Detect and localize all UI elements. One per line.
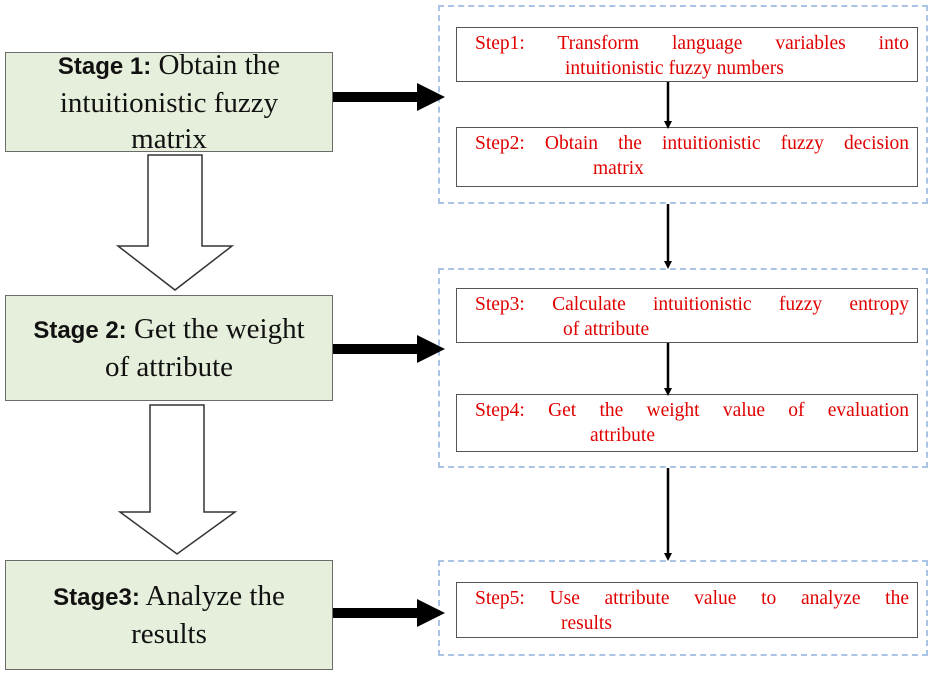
- stage-2-prefix: Stage 2:: [33, 317, 127, 344]
- stage-1-box: Stage 1: Obtain the intuitionistic fuzzy…: [5, 49, 333, 155]
- stage-3-box: Stage3: Analyze the results: [5, 560, 333, 670]
- step-1-line1: Step1: Transform language variables into: [475, 33, 909, 54]
- stage-1-line1: Obtain the: [151, 49, 281, 81]
- stage-3-line1: Analyze the: [139, 580, 285, 612]
- step-1-line2: intuitionistic fuzzy numbers: [565, 58, 784, 79]
- group-2-dashed-box: [438, 268, 928, 468]
- step-2-box: Step2: Obtain the intuitionistic fuzzy d…: [456, 127, 918, 187]
- stage-2-to-3-hollow-arrow: [117, 404, 238, 555]
- step-4-line1: Step4: Get the weight value of evaluatio…: [475, 400, 909, 421]
- step-3-line1: Step3: Calculate intuitionistic fuzzy en…: [475, 294, 909, 315]
- stage-2-right-arrow: [333, 335, 445, 363]
- step-4-box: Step4: Get the weight value of evaluatio…: [456, 394, 918, 452]
- stage-2-text: Stage 2: Get the weight of attribute: [33, 311, 304, 385]
- step-1-box: Step1: Transform language variables into…: [456, 27, 918, 82]
- stage-3-right-arrow: [333, 599, 445, 627]
- stage-1-line2: intuitionistic fuzzy: [59, 87, 279, 119]
- stage-3-line2: results: [131, 618, 207, 650]
- stage-2-line2: of attribute: [104, 351, 234, 383]
- stage-3-prefix: Stage3:: [53, 584, 140, 611]
- stage-1-text: Stage 1: Obtain the intuitionistic fuzzy…: [58, 47, 280, 157]
- stage-1-line3: matrix: [131, 123, 207, 155]
- stage-2-line1: Get the weight: [126, 313, 305, 345]
- stage-1-right-arrow: [333, 83, 445, 111]
- stage-2-box: Stage 2: Get the weight of attribute: [5, 295, 333, 401]
- step-3-box: Step3: Calculate intuitionistic fuzzy en…: [456, 288, 918, 343]
- step-5-line2: results: [561, 613, 612, 634]
- step-2-line2: matrix: [593, 158, 644, 179]
- step-4-line2: attribute: [590, 425, 655, 446]
- stage-3-text: Stage3: Analyze the results: [53, 578, 285, 652]
- stage-1-prefix: Stage 1:: [57, 53, 152, 80]
- step-5-line1: Step5: Use attribute value to analyze th…: [475, 588, 909, 609]
- step-3-line2: of attribute: [563, 319, 650, 340]
- step-5-box: Step5: Use attribute value to analyze th…: [456, 582, 918, 638]
- stage-1-to-2-hollow-arrow: [115, 154, 235, 291]
- step-2-line1: Step2: Obtain the intuitionistic fuzzy d…: [475, 133, 909, 154]
